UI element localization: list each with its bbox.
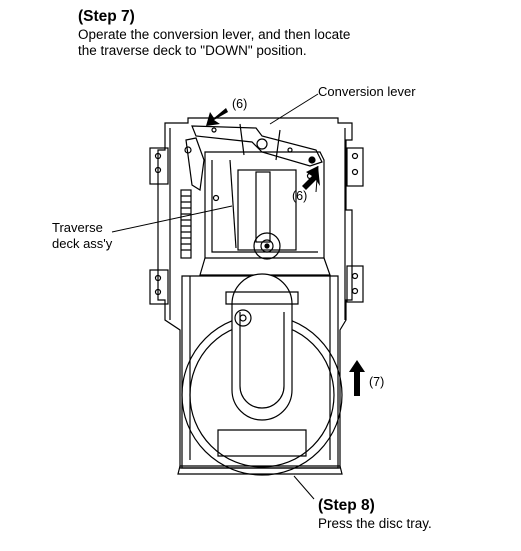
leader-conversion-lever — [269, 93, 319, 125]
label-traverse-line1: Traverse — [52, 220, 103, 235]
chassis-frame — [149, 117, 364, 469]
arrow-screw-right — [302, 166, 320, 190]
disc-tray — [177, 273, 343, 476]
leader-traverse — [111, 205, 233, 233]
label-traverse-line2: deck ass'y — [52, 236, 113, 251]
traverse-deck — [199, 151, 331, 276]
step7-title: (Step 7) — [78, 8, 135, 25]
label-screw-top: (6) — [232, 97, 247, 111]
step7-instruction-line1: Operate the conversion lever, and then l… — [78, 27, 351, 42]
left-gear-rack — [180, 137, 205, 259]
leader-step8 — [293, 475, 315, 500]
arrow-7 — [349, 360, 365, 396]
step7-instruction-line2: the traverse deck to "DOWN" position. — [78, 43, 307, 58]
arrow-screw-top — [206, 108, 228, 126]
step8-title: (Step 8) — [318, 497, 375, 514]
arrows — [206, 108, 365, 396]
label-conversion-lever: Conversion lever — [318, 84, 416, 99]
diagram-labels: (6) Conversion lever (6) Traverse deck a… — [52, 84, 416, 389]
conversion-lever — [191, 123, 323, 167]
step8-instruction: Press the disc tray. — [318, 516, 432, 531]
label-arrow-7: (7) — [369, 375, 384, 389]
label-screw-right: (6) — [292, 189, 307, 203]
